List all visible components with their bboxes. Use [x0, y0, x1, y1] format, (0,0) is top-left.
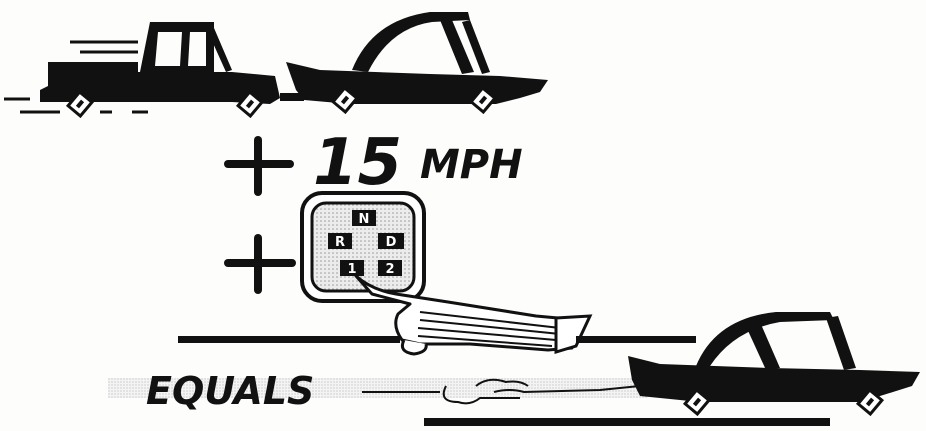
plus-sign-2	[228, 238, 292, 290]
equals-label: EQUALS	[146, 369, 314, 413]
result-car	[628, 312, 920, 414]
gear-key-1: 1	[340, 260, 364, 277]
pushed-car	[286, 12, 548, 112]
svg-text:N: N	[359, 212, 370, 227]
car-top-body	[286, 62, 548, 104]
gear-key-d: D	[378, 233, 404, 250]
gear-key-n: N	[352, 210, 376, 227]
speed-unit: MPH	[420, 142, 523, 188]
push-truck	[4, 22, 304, 116]
speed-number: 15	[313, 126, 402, 200]
gear-key-r: R	[328, 233, 352, 250]
truck-cab	[140, 22, 214, 72]
svg-text:1: 1	[347, 262, 356, 277]
plus-sign-1	[228, 140, 290, 192]
svg-text:D: D	[386, 235, 397, 250]
svg-text:2: 2	[385, 262, 394, 277]
gear-key-2: 2	[378, 260, 402, 277]
svg-text:R: R	[335, 235, 345, 250]
ground-shadow	[424, 418, 830, 426]
